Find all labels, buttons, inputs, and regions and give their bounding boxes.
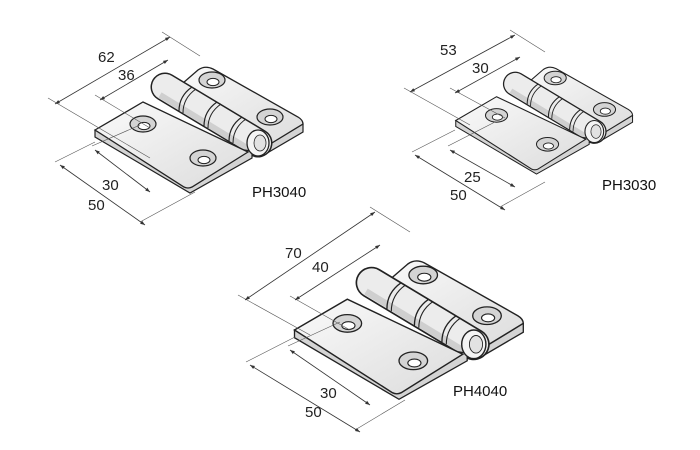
screw-hole-icon xyxy=(417,272,432,282)
extension-line xyxy=(447,121,496,147)
pin-end xyxy=(468,335,484,354)
knuckle-joint xyxy=(551,98,564,119)
extension-line xyxy=(449,87,506,119)
dimension-line-30 xyxy=(454,56,521,94)
dimension-line-36 xyxy=(99,59,169,101)
model-label: PH3040 xyxy=(252,184,306,201)
knuckle-joint xyxy=(178,86,193,112)
back-leaf xyxy=(373,260,525,352)
screw-hole-icon xyxy=(550,76,562,84)
extension-line xyxy=(47,97,151,159)
extension-line xyxy=(411,129,456,153)
screw-hole-icon xyxy=(197,155,211,165)
extension-line xyxy=(369,206,411,233)
dim-label-hole-spacing: 30 xyxy=(320,385,337,402)
knuckle-joint xyxy=(547,96,560,118)
dim-label-overall-length: 70 xyxy=(285,245,302,262)
barrel-shade xyxy=(158,92,254,154)
dim-label-hole-spacing: 25 xyxy=(464,169,481,186)
pin-end xyxy=(253,134,267,152)
extension-line xyxy=(289,295,351,331)
knuckle-joint xyxy=(413,298,430,326)
knuckle-joint xyxy=(182,88,197,114)
screw-hole-icon xyxy=(542,142,554,150)
dimension-line-50 xyxy=(414,154,506,211)
hinge-ph3040 xyxy=(93,66,304,194)
knuckle-joint xyxy=(526,83,539,105)
pin-end xyxy=(590,124,602,139)
knuckle-joint xyxy=(228,116,243,142)
knuckle-joint xyxy=(207,103,222,129)
extension-line xyxy=(91,124,141,147)
barrel-shade xyxy=(509,88,591,141)
dimension-line-40 xyxy=(294,244,381,301)
dim-label-hole-spacing: 30 xyxy=(102,177,119,194)
knuckle-joint xyxy=(232,118,247,144)
dim-label-leaf-width: 50 xyxy=(88,197,105,214)
extension-line xyxy=(54,141,96,163)
dim-label-barrel-length: 36 xyxy=(118,67,135,84)
model-label: PH3030 xyxy=(602,177,656,194)
dim-label-barrel-length: 30 xyxy=(472,60,489,77)
dimension-line-70 xyxy=(244,211,376,301)
back-leaf xyxy=(516,66,634,138)
extension-line xyxy=(354,399,406,431)
screw-hole-icon xyxy=(206,77,220,87)
extension-line xyxy=(287,321,341,347)
dim-label-leaf-width: 50 xyxy=(305,404,322,421)
screw-hole-icon xyxy=(407,358,422,368)
knuckle-joint xyxy=(569,109,581,130)
knuckle-joint xyxy=(203,101,218,127)
hinge-ph3030 xyxy=(454,66,634,175)
dimension-line-50 xyxy=(59,164,146,226)
dim-label-overall-length: 62 xyxy=(98,49,115,66)
screw-hole-icon xyxy=(341,321,356,331)
barrel-shade xyxy=(364,288,469,356)
screw-hole-icon xyxy=(491,113,503,121)
extension-line xyxy=(509,29,546,53)
knuckle-joint xyxy=(445,317,461,345)
screw-hole-icon xyxy=(599,107,611,115)
dimension-line-53 xyxy=(409,34,516,93)
extension-line xyxy=(403,87,471,126)
extension-line xyxy=(237,294,311,336)
dim-label-overall-length: 53 xyxy=(440,42,457,59)
extension-line xyxy=(499,181,546,208)
dimensions-ph3030: 53 30 25 50 PH3030 xyxy=(403,29,656,211)
knuckle-joint xyxy=(390,284,406,312)
extension-line xyxy=(94,94,151,129)
dimension-line-50 xyxy=(249,364,361,433)
knuckle-joint xyxy=(441,315,457,343)
dim-label-barrel-length: 40 xyxy=(312,259,329,276)
knuckle-joint xyxy=(386,282,402,310)
dimensions-ph4040: 70 40 30 50 PH4040 xyxy=(237,206,507,433)
knuckle-joint xyxy=(418,300,434,328)
back-leaf xyxy=(166,66,304,150)
extension-line xyxy=(245,336,296,363)
dimensions-ph3040: 62 36 30 50 PH3040 xyxy=(47,31,306,226)
extension-line xyxy=(139,191,196,223)
screw-hole-icon xyxy=(480,313,496,323)
model-label: PH4040 xyxy=(453,383,507,400)
screw-hole-icon xyxy=(264,114,278,124)
dim-label-leaf-width: 50 xyxy=(450,187,467,204)
screw-hole-icon xyxy=(137,121,151,131)
hinge-ph4040 xyxy=(293,260,525,401)
knuckle-joint xyxy=(530,85,542,107)
extension-line xyxy=(161,31,201,57)
knuckle-joint xyxy=(572,110,585,132)
